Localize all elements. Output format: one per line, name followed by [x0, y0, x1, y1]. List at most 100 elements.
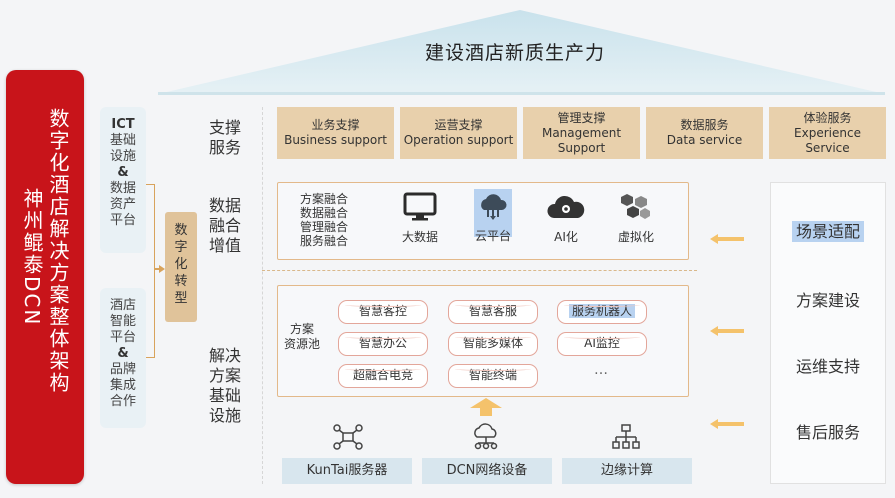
row-label-line: 服务 — [208, 138, 241, 157]
support-cn: 体验服务 — [803, 110, 852, 125]
fusion-item: 管理融合 — [300, 220, 349, 234]
merge-bracket — [146, 184, 155, 358]
smart-office: 智慧办公 — [338, 332, 428, 356]
digital-transformation-box: 数 字 化 转 型 — [165, 212, 197, 322]
row-label-line: 解决 — [208, 346, 241, 365]
left-arrow-icon — [710, 326, 744, 336]
support-en: Data service — [666, 133, 743, 147]
smart-terminal: 智能终端 — [448, 364, 538, 388]
dcn-network-box: DCN网络设备 — [422, 458, 552, 484]
icon-label: 虚拟化 — [617, 230, 654, 244]
support-cn: 管理支撑 — [557, 110, 606, 125]
data-service-box: 数据服务 Data service — [646, 107, 763, 159]
ops-support: 运维支持 — [795, 357, 860, 376]
dt-char: 数 — [174, 223, 188, 238]
ai-cloud-icon — [547, 195, 585, 218]
support-cn: 运营支撑 — [434, 118, 483, 132]
left-arrow-icon — [710, 234, 744, 244]
section-divider — [262, 270, 697, 271]
ict-line: 数据 — [109, 181, 136, 196]
banner-title: 数字化酒店解决方案整体架构 — [46, 108, 70, 394]
hotel-line: 合作 — [109, 394, 136, 409]
row-label-line: 支撑 — [208, 118, 241, 137]
service-robot: 服务机器人 — [557, 300, 647, 324]
row-label-line: 设施 — [208, 406, 241, 425]
support-en: Experience — [794, 125, 861, 140]
bigdata-item: 大数据 — [390, 192, 450, 245]
cloud-highlight — [474, 189, 512, 237]
dt-char: 型 — [174, 291, 188, 306]
left-arrow-icon — [710, 419, 744, 429]
support-en: Operation support — [403, 133, 514, 147]
after-sales-service: 售后服务 — [795, 423, 860, 442]
hotel-smart-platform-panel: 酒店 智能 平台 & 品牌 集成 合作 — [100, 288, 146, 428]
ict-line: 平台 — [109, 213, 136, 228]
pool-label-line: 资源池 — [284, 337, 321, 351]
row-label-line: 方案 — [208, 366, 241, 385]
business-support-box: 业务支撑 Business support — [277, 107, 394, 159]
edge-computing-box: 边缘计算 — [562, 458, 692, 484]
bracket-stem — [155, 268, 160, 270]
row-label-line: 基础 — [208, 386, 241, 405]
scenario-adaptation-label: 场景适配 — [791, 221, 864, 242]
cubes-icon — [621, 194, 650, 219]
row-label-line: 融合 — [208, 216, 241, 235]
monitor-icon — [403, 192, 437, 221]
support-cn: 数据服务 — [680, 118, 729, 132]
cloud-icon — [481, 194, 507, 220]
ai-monitoring: AI监控 — [557, 332, 647, 356]
ict-data-platform-panel: ICT 基础 设施 & 数据 资产 平台 — [100, 107, 146, 253]
more-ellipsis: … — [594, 362, 608, 378]
network-cloud-icon — [474, 423, 498, 450]
ict-line: 基础 — [109, 133, 136, 148]
service-robot-label: 服务机器人 — [568, 304, 635, 318]
bracket-arrow-icon — [159, 265, 165, 273]
hotel-line: 品牌 — [109, 362, 136, 377]
hyperconverged-esports: 超融合电竞 — [338, 364, 428, 388]
support-en: Support — [557, 140, 606, 155]
row-label-line: 增值 — [208, 236, 241, 255]
pool-label: 方案 资源池 — [284, 322, 320, 352]
ict-line: 设施 — [109, 149, 136, 164]
support-en: Management — [541, 125, 622, 140]
dt-char: 化 — [174, 257, 188, 272]
solution-construction: 方案建设 — [795, 291, 860, 310]
column-divider — [262, 107, 263, 484]
operation-support-box: 运营支撑 Operation support — [400, 107, 517, 159]
fusion-item: 方案融合 — [300, 192, 349, 206]
dt-char: 字 — [174, 240, 188, 255]
ict-label: ICT — [111, 117, 135, 132]
ict-ampersand: & — [117, 165, 129, 180]
icon-label: 云平台 — [474, 229, 511, 243]
fusion-item: 服务融合 — [300, 234, 349, 248]
experience-service-box: 体验服务 Experience Service — [769, 107, 886, 159]
row-label-infra: 解决 方案 基础 设施 — [205, 346, 245, 426]
cloud-platform-item: 云平台 — [463, 189, 523, 244]
smart-customer-service: 智慧客服 — [448, 300, 538, 324]
hotel-line: 酒店 — [109, 298, 136, 313]
scenario-adaptation: 场景适配 — [773, 218, 883, 242]
support-cn: 业务支撑 — [311, 118, 360, 132]
server-network-icon — [333, 424, 363, 450]
architecture-banner: 数字化酒店解决方案整体架构 神州鲲泰DCN — [6, 70, 84, 484]
roof — [158, 10, 885, 95]
ai-item: AI化 — [536, 192, 596, 245]
virtualization-item: 虚拟化 — [606, 192, 666, 245]
edge-tree-icon — [612, 424, 640, 449]
up-arrow-icon — [470, 398, 502, 416]
fusion-list: 方案融合 数据融合 管理融合 服务融合 — [300, 192, 348, 248]
support-en: Service — [805, 140, 850, 155]
row-label-line: 数据 — [208, 196, 241, 215]
dt-char: 转 — [174, 274, 188, 289]
ict-line: 资产 — [109, 197, 136, 212]
row-label-data: 数据 融合 增值 — [205, 196, 245, 256]
pool-label-line: 方案 — [290, 322, 315, 336]
support-en: Business support — [284, 133, 387, 147]
banner-brand: 神州鲲泰DCN — [20, 188, 44, 327]
row-label-support: 支撑 服务 — [205, 118, 245, 158]
hotel-line: 平台 — [109, 330, 136, 345]
roof-title: 建设酒店新质生产力 — [424, 42, 605, 64]
kuntai-server-box: KunTai服务器 — [282, 458, 412, 484]
hotel-line: 智能 — [109, 314, 136, 329]
smart-room-control: 智慧客控 — [338, 300, 428, 324]
